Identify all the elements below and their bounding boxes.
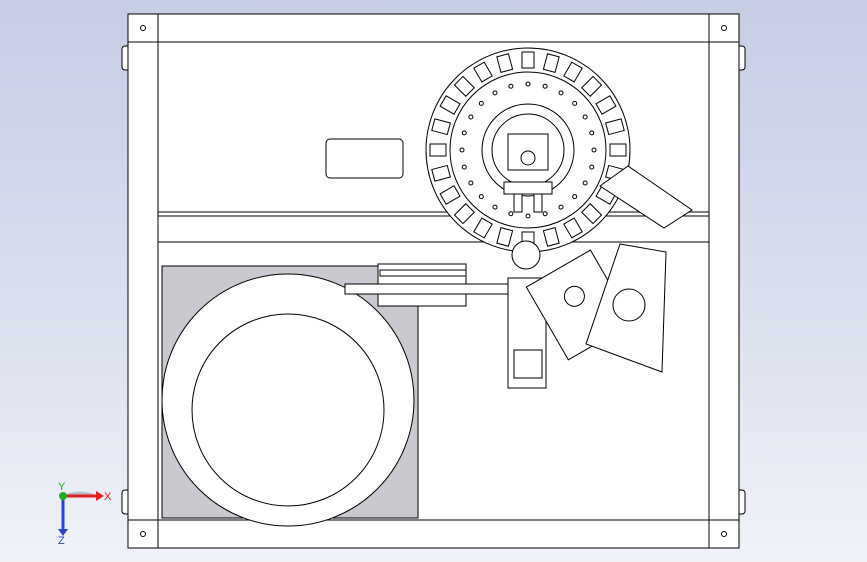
- z-axis-label: Z: [58, 535, 65, 547]
- x-axis-label: X: [104, 491, 112, 503]
- fixture-pocket: [605, 118, 625, 136]
- corner-post-tr: [708, 13, 740, 43]
- fixture-bolt: [461, 130, 467, 136]
- flange-hole: [612, 288, 646, 322]
- fixture-bolt: [468, 114, 474, 120]
- z-axis-arrow: [58, 529, 68, 536]
- fixture-pocket: [496, 227, 514, 247]
- fixture-bolt: [525, 81, 531, 87]
- fixture-bolt: [558, 90, 564, 96]
- corner-post-tl: [127, 13, 159, 43]
- feed-roller-hub: [191, 313, 385, 507]
- y-axis-label: Y: [58, 481, 66, 493]
- fixture-bolt: [582, 180, 588, 186]
- cylinder-rod: [344, 283, 522, 295]
- table-fixtures: [429, 51, 627, 249]
- fixture-pocket: [473, 217, 493, 239]
- frame-bolts: [140, 25, 727, 537]
- lower-mechanism[interactable]: [161, 165, 693, 527]
- display-window[interactable]: [325, 138, 404, 179]
- fixture-pocket: [496, 53, 514, 73]
- x-axis-arrow: [96, 491, 104, 501]
- fixture-pocket: [581, 203, 603, 225]
- fixture-bolt: [492, 90, 498, 96]
- fixture-pocket: [581, 75, 603, 97]
- fixture-pocket: [563, 61, 583, 83]
- orientation-triad: X Y Z: [58, 481, 112, 547]
- fixture-pocket: [453, 75, 475, 97]
- fixture-bolt: [591, 147, 597, 153]
- idler-roller[interactable]: [511, 240, 541, 270]
- fixture-pocket: [429, 143, 447, 157]
- fixture-bolt: [461, 164, 467, 170]
- fixture-pocket: [439, 185, 461, 205]
- fixture-pocket: [595, 95, 617, 115]
- fixture-bolt: [572, 100, 578, 106]
- fixture-pocket: [521, 51, 535, 69]
- fixture-pocket: [473, 61, 493, 83]
- fixture-bolt: [572, 194, 578, 200]
- fixture-bolt: [542, 83, 548, 89]
- fixture-pocket: [542, 53, 560, 73]
- fixture-pocket: [542, 227, 560, 247]
- fixture-bolt: [558, 204, 564, 210]
- fixture-bolt: [582, 114, 588, 120]
- fixture-pocket: [431, 118, 451, 136]
- fixture-pocket: [439, 95, 461, 115]
- fixture-bolt: [478, 194, 484, 200]
- fixture-bolt: [468, 180, 474, 186]
- fixture-pocket: [609, 143, 627, 157]
- fixture-bolt: [459, 147, 465, 153]
- fixture-bolt: [508, 211, 514, 217]
- fixture-bolt: [589, 164, 595, 170]
- fixture-bolt: [508, 83, 514, 89]
- fixture-pocket: [431, 164, 451, 182]
- fixture-bolt: [492, 204, 498, 210]
- fixture-bolt: [478, 100, 484, 106]
- fixture-bolt: [589, 130, 595, 136]
- corner-post-br: [708, 519, 740, 549]
- rear-arm: [599, 165, 693, 229]
- fixture-bolt: [525, 213, 531, 219]
- fixture-bolt: [542, 211, 548, 217]
- corner-post-bl: [127, 519, 159, 549]
- y-axis-dot: [59, 492, 67, 500]
- cross-beam: [157, 211, 710, 243]
- fixture-pocket: [563, 217, 583, 239]
- rotary-table[interactable]: [425, 47, 631, 253]
- fixture-pocket: [453, 203, 475, 225]
